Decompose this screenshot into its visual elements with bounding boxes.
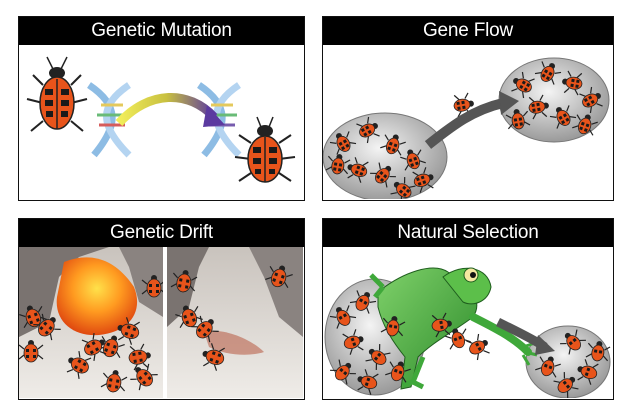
lava-flow — [56, 257, 138, 336]
panel-gene-flow: Gene Flow — [322, 16, 614, 201]
gene-flow-illustration — [323, 45, 613, 200]
genetic-drift-illustration — [19, 247, 304, 399]
natural-selection-illustration — [323, 247, 613, 399]
dna-helix-left — [87, 82, 132, 158]
panel-title: Gene Flow — [323, 17, 613, 45]
panel-title: Genetic Drift — [19, 219, 304, 247]
mutation-arrow — [115, 93, 218, 127]
mutation-illustration — [19, 45, 304, 200]
cooled-lava — [204, 330, 264, 355]
panel-title: Genetic Mutation — [19, 17, 304, 45]
panel-title: Natural Selection — [323, 219, 613, 247]
panel-genetic-mutation: Genetic Mutation — [18, 16, 305, 201]
beetle-mutated — [234, 116, 296, 183]
panel-natural-selection: Natural Selection — [322, 218, 614, 400]
frog-predator — [369, 267, 538, 390]
panel-genetic-drift: Genetic Drift — [18, 218, 305, 400]
beetle-original — [26, 56, 88, 132]
gene-flow-arrow — [424, 98, 505, 149]
